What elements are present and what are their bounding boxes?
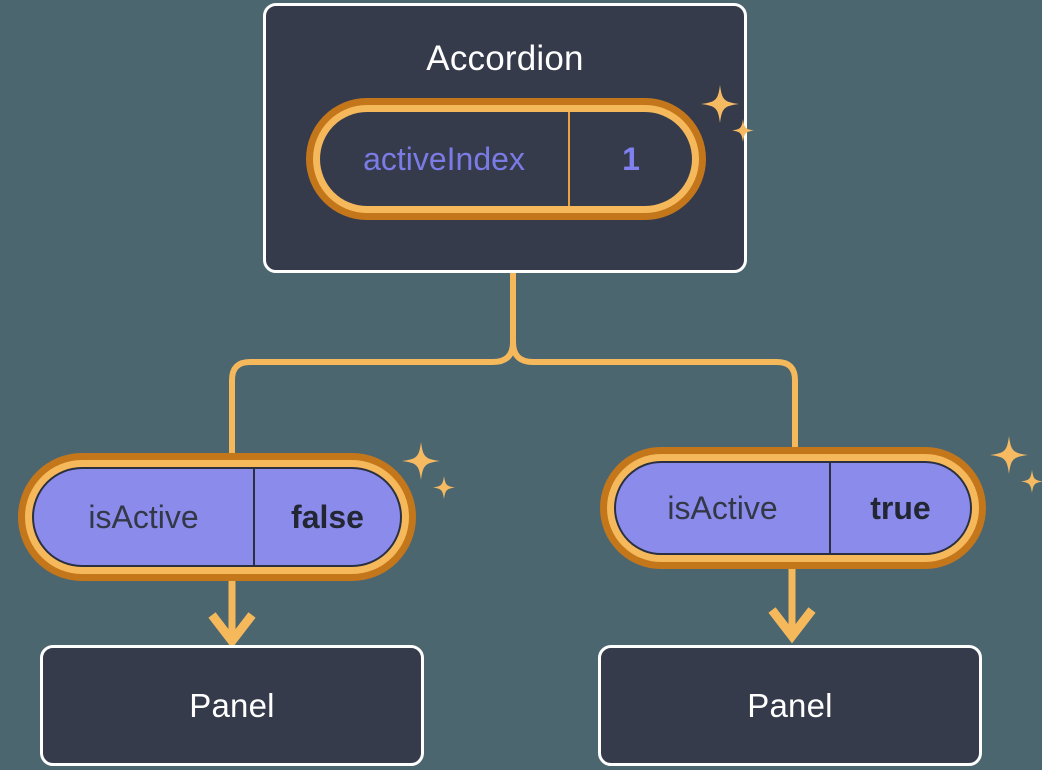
state-key-label: isActive — [88, 498, 199, 535]
state-pill-face: activeIndex 1 — [320, 112, 692, 206]
component-title-panel-left: Panel — [189, 686, 275, 724]
state-pill-face: isActive false — [32, 467, 402, 567]
arrow-down-icon-left — [208, 612, 256, 649]
connector-branch-right — [510, 341, 798, 450]
state-value-label: true — [829, 463, 970, 553]
component-node-panel-right[interactable]: Panel — [598, 645, 982, 766]
state-key-label: activeIndex — [363, 140, 525, 177]
state-value-label: false — [253, 469, 400, 565]
state-value-label: 1 — [568, 112, 692, 206]
state-pill-ring: isActive true — [607, 454, 979, 562]
arrow-down-icon-right — [768, 607, 816, 644]
state-pill-face: isActive true — [614, 461, 972, 555]
state-pill-is-active-right[interactable]: isActive true — [600, 447, 986, 569]
state-pill-ring: activeIndex 1 — [313, 105, 699, 213]
connector-branch-left — [229, 341, 516, 455]
state-pill-ring: isActive false — [25, 460, 409, 574]
state-pill-is-active-left[interactable]: isActive false — [18, 453, 416, 581]
sparkle-icon — [990, 436, 1042, 493]
state-key-label: isActive — [667, 489, 778, 526]
state-pill-active-index[interactable]: activeIndex 1 — [306, 98, 706, 220]
component-title-panel-right: Panel — [747, 686, 833, 724]
component-node-panel-left[interactable]: Panel — [40, 645, 424, 766]
component-title-accordion: Accordion — [426, 39, 584, 78]
